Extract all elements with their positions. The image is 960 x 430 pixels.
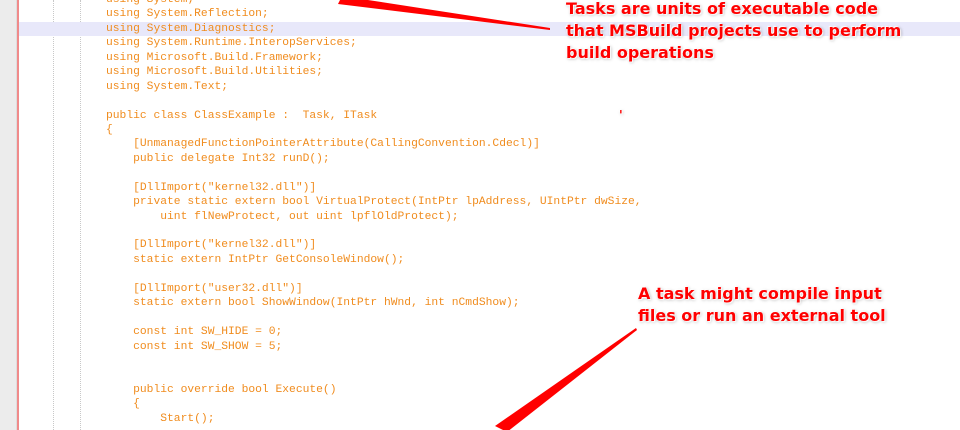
indent-guide — [80, 0, 81, 430]
code-line[interactable]: using Microsoft.Build.Framework; — [106, 51, 323, 64]
code-line[interactable]: public class ClassExample : Task, ITask — [106, 109, 378, 122]
code-line[interactable]: private static extern bool VirtualProtec… — [106, 196, 642, 209]
code-line[interactable]: using System; — [106, 0, 195, 6]
code-line[interactable]: public delegate Int32 runD(); — [106, 152, 330, 165]
code-line[interactable]: [DllImport("kernel32.dll")] — [106, 239, 317, 252]
code-line[interactable]: const int SW_HIDE = 0; — [106, 326, 283, 339]
code-line[interactable]: { — [106, 123, 113, 136]
code-line[interactable]: using System.Text; — [106, 80, 229, 93]
code-line[interactable]: { — [106, 398, 140, 411]
code-line[interactable]: using Microsoft.Build.Utilities; — [106, 66, 323, 79]
code-line[interactable]: Start(); — [106, 412, 215, 425]
code-line[interactable]: [DllImport("user32.dll")] — [106, 282, 303, 295]
stray-mark: ' — [619, 108, 623, 122]
code-line[interactable]: const int SW_SHOW = 5; — [106, 340, 283, 353]
code-line[interactable]: [UnmanagedFunctionPointerAttribute(Calli… — [106, 138, 540, 151]
code-line[interactable]: using System.Reflection; — [106, 8, 269, 21]
arrow-top — [338, 0, 550, 30]
annotation-top-note: Tasks are units of executable code that … — [566, 0, 902, 62]
code-editor[interactable]: using System;using System.Reflection;usi… — [106, 0, 642, 426]
arrow-bottom — [495, 328, 637, 430]
margin-line — [17, 0, 19, 430]
code-line[interactable]: static extern IntPtr GetConsoleWindow(); — [106, 253, 405, 266]
code-line[interactable]: public override bool Execute() — [106, 383, 337, 396]
code-line[interactable]: using System.Runtime.InteropServices; — [106, 37, 357, 50]
code-line[interactable]: uint flNewProtect, out uint lpflOldProte… — [106, 210, 459, 223]
code-line[interactable]: static extern bool ShowWindow(IntPtr hWn… — [106, 297, 520, 310]
annotation-bottom-note: A task might compile input files or run … — [638, 284, 886, 325]
current-line-highlight — [19, 22, 960, 36]
code-line[interactable]: [DllImport("kernel32.dll")] — [106, 181, 317, 194]
indent-guide — [53, 0, 54, 430]
code-line[interactable]: using System.Diagnostics; — [106, 22, 276, 35]
editor-gutter — [0, 0, 17, 430]
